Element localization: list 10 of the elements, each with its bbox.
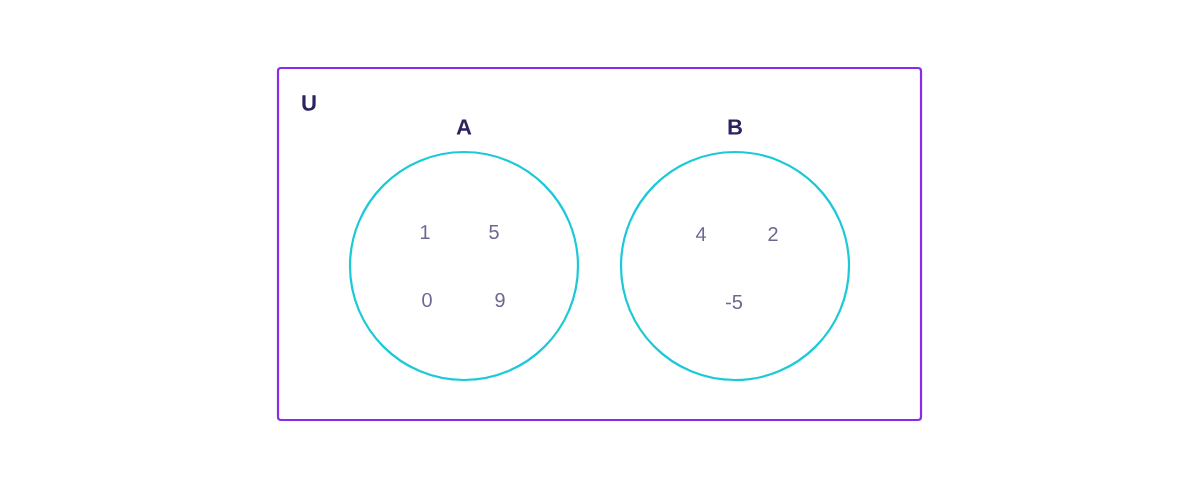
element-number: 4 [695, 227, 706, 241]
element-number: 5 [489, 225, 499, 239]
set-label: B [728, 119, 742, 135]
element-number: 9 [495, 292, 505, 308]
element-number: 1 [420, 225, 430, 239]
set-label: A [456, 119, 472, 135]
element-number: -5 [726, 295, 743, 309]
element-number: 2 [768, 227, 778, 241]
element-number: 0 [422, 292, 432, 308]
set-label: U [302, 95, 316, 111]
